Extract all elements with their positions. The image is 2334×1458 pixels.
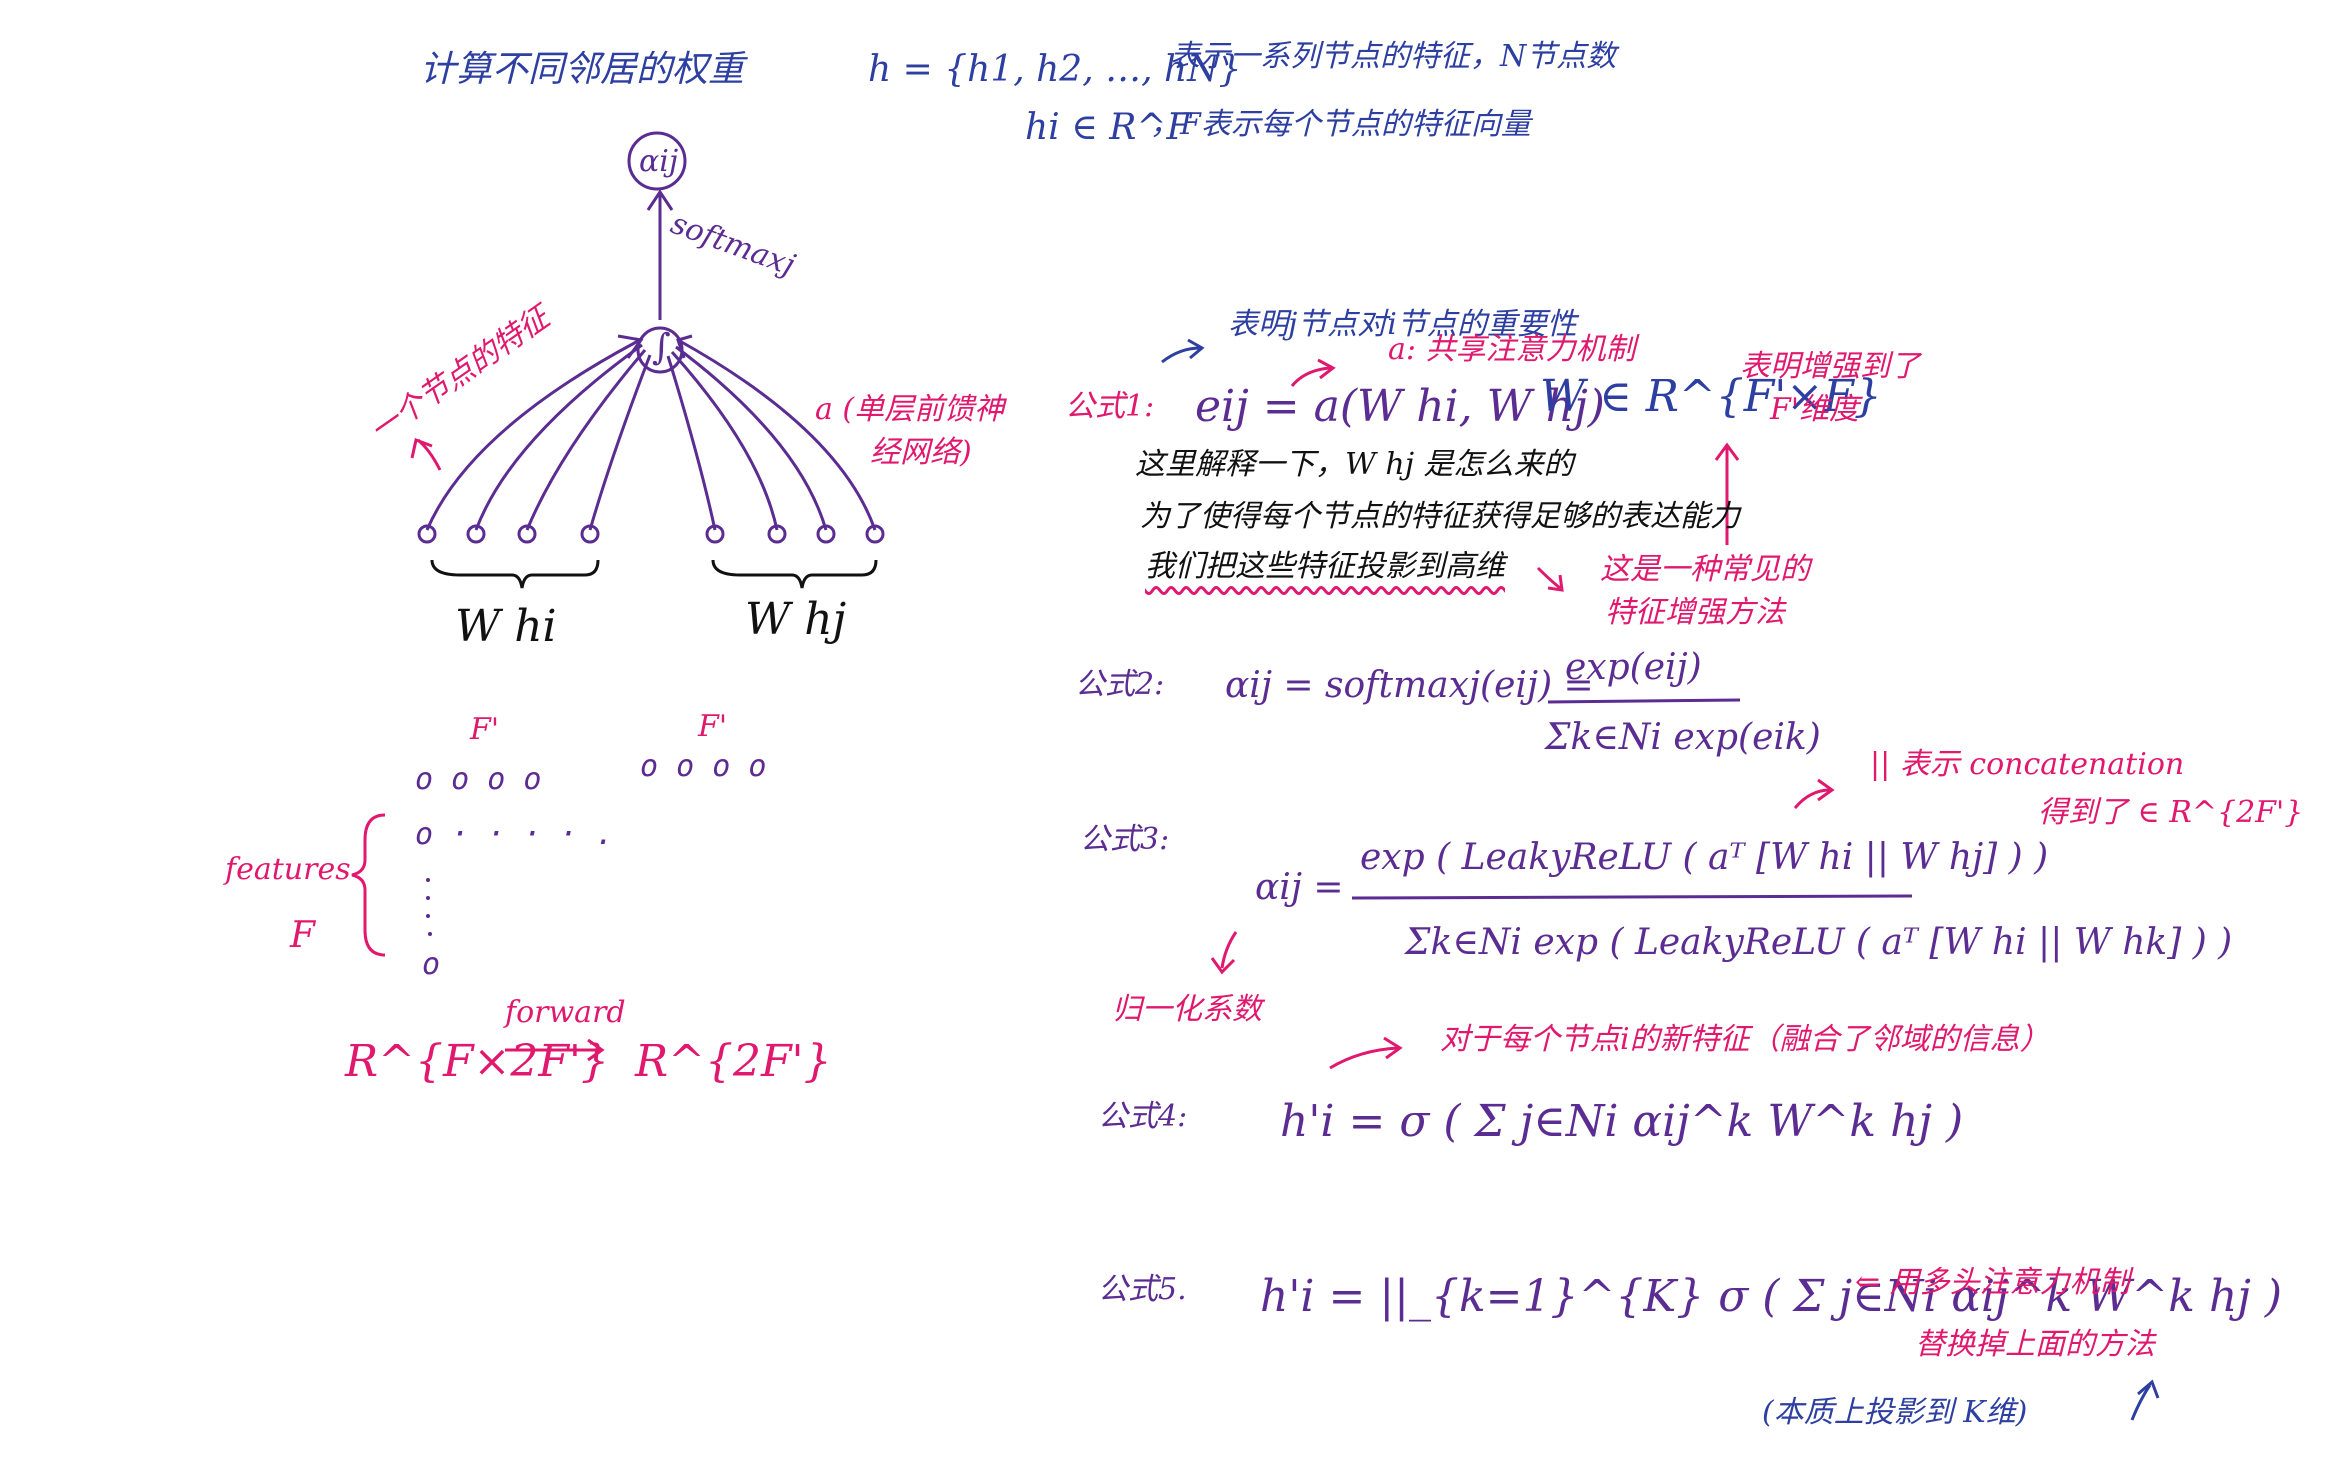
h-definition-desc: 表示一系列节点的特征，N节点数 (1170, 39, 1617, 74)
right-a-note-line2: 经网络) (870, 435, 972, 470)
shape-right: R^{2F'} (635, 1036, 832, 1087)
formula5-expr: h'i = ||_{k=1}^{K} σ ( Σ j∈Ni αij^k W^k … (1260, 1271, 2283, 1322)
features-label: features (225, 852, 351, 887)
formula3-denominator: Σk∈Ni exp ( LeakyReLU ( aᵀ [W hi || W hk… (1405, 922, 2233, 963)
k-dim-arrow (2130, 1384, 2152, 1421)
alpha-node-label: αij (639, 144, 679, 179)
formula2-lhs: αij = softmaxj(eij) = (1225, 665, 1594, 706)
formula5-note-1: ⇐ 用多头注意力机制 (1855, 1265, 2130, 1300)
formula1-w-def: W ∈ R^{F'×F} (1540, 371, 1882, 422)
k-dim-arrowhead (2137, 1379, 2160, 1399)
importance-arrow (1161, 346, 1201, 364)
formula1-explain-3: 我们把这些特征投影到高维 (1145, 549, 1505, 584)
attention-node-label: ∫ (652, 327, 671, 368)
left-group-label: W hi (455, 601, 557, 652)
matrix-row-2: o · · · · . (415, 817, 614, 852)
shared-attn-arrow (1290, 366, 1331, 387)
input-nodes (417, 524, 885, 544)
projection-arrowhead (1547, 574, 1564, 592)
left-brace (430, 559, 600, 589)
softmax-arrowhead (646, 189, 674, 211)
formula1-note-right-1: 表明增强到了 (1740, 349, 1920, 384)
hi-definition: hi ∈ R^F (1025, 107, 1192, 148)
formula3-lhs: αij = (1255, 867, 1344, 908)
importance-arrowhead (1187, 338, 1205, 360)
formula5-note-3: (本质上投影到 K维) (1762, 1395, 2028, 1430)
formula1-note-a: a: 共享注意力机制 (1388, 332, 1636, 367)
formula3-result-note: 得到了 ∈ R^{2F'} (2038, 795, 2304, 830)
matrix-row-left: o o o o (415, 762, 542, 797)
formula4-arrow (1329, 1046, 1399, 1070)
right-brace (711, 559, 878, 589)
formula3-norm-note: 归一化系数 (1112, 992, 1262, 1027)
f-prime-right: F' (698, 709, 728, 744)
right-group-label: W hj (745, 594, 847, 645)
formula1-expr: eij = a(W hi, W hj) (1195, 381, 1605, 432)
formula2-fraction-bar (1547, 698, 1741, 704)
f-label: F (290, 915, 315, 956)
formula1-note-top: 表明j节点对i节点的重要性 (1228, 307, 1577, 342)
right-a-note-line1: a (单层前馈神 (815, 392, 1005, 427)
formula2-label: 公式2: (1075, 667, 1165, 702)
formula4-expr: h'i = σ ( Σ j∈Ni αij^k W^k hj ) (1280, 1096, 1964, 1147)
formula5-label: 公式5. (1098, 1272, 1187, 1307)
concat-arrowhead (1817, 778, 1835, 802)
formula2-numerator: exp(eij) (1565, 647, 1702, 688)
formula3-concat-note: || 表示 concatenation (1870, 747, 2185, 782)
formula1-enhance-1: 这是一种常见的 (1600, 552, 1810, 587)
formula3-fraction-bar (1351, 894, 1913, 900)
formula4-arrowhead (1383, 1036, 1403, 1060)
forward-arrowhead (587, 1038, 605, 1062)
left-feature-arrowhead (410, 437, 433, 459)
concat-arrow (1793, 788, 1831, 809)
fan-lines (425, 338, 877, 531)
formula1-explain-1: 这里解释一下，W hj 是怎么来的 (1135, 447, 1574, 482)
formula4-note: 对于每个节点i的新特征（融合了邻域的信息） (1440, 1022, 2050, 1057)
alpha-node (627, 131, 687, 191)
features-brace (351, 813, 386, 957)
formula3-label: 公式3: (1080, 822, 1170, 857)
formula1-enhance-2: 特征增强方法 (1605, 595, 1785, 630)
matrix-last-o: o (422, 947, 441, 982)
title: 计算不同邻居的权重 (420, 49, 745, 90)
hi-definition-desc: ，F表示每个节点的特征向量 (1150, 107, 1531, 142)
fan-arrowheads (617, 334, 693, 359)
formula1-explain-2: 为了使得每个节点的特征获得足够的表达能力 (1140, 499, 1740, 534)
formula4-label: 公式4: (1098, 1099, 1188, 1134)
formula3-numerator: exp ( LeakyReLU ( aᵀ [W hi || W hj] ) ) (1360, 837, 2049, 878)
formula1-note-right-2: F'维度 (1770, 392, 1860, 427)
h-definition: h = {h1, h2, …, hN} (868, 49, 1242, 90)
shared-attn-arrowhead (1317, 358, 1336, 380)
norm-arrowhead (1210, 957, 1236, 975)
f-prime-left: F' (470, 712, 500, 747)
matrix-column-dots (426, 878, 432, 936)
shape-left: R^{F×2F'} (345, 1036, 609, 1087)
formula2-denominator: Σk∈Ni exp(eik) (1545, 717, 1821, 758)
norm-arrow (1220, 931, 1238, 969)
formula1-label: 公式1: (1065, 389, 1155, 424)
enhance-up-arrowhead (1714, 442, 1740, 461)
forward-label: forward (505, 995, 626, 1030)
formula5-note-2: 替换掉上面的方法 (1915, 1327, 2155, 1362)
matrix-row-right: o o o o (640, 749, 767, 784)
projection-arrow (1536, 566, 1561, 590)
